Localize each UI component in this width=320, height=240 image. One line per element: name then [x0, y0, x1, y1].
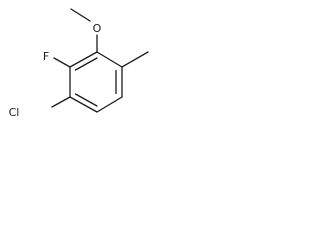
chlorine-label: Cl	[9, 106, 20, 119]
bond-c6-chlorine	[51, 96, 71, 108]
bond-c3-methyl	[121, 51, 149, 68]
ring-bond-c5-c6	[69, 96, 98, 113]
fluorine-label: F	[43, 50, 49, 63]
bond-c1-fluorine	[53, 57, 71, 68]
bond-oxygen-methyl	[70, 8, 91, 22]
oxygen-label: O	[93, 22, 102, 35]
ring-bond-c4-c5	[96, 96, 123, 113]
ring-double-bond-c1-c2	[74, 57, 98, 71]
ring-bond-c2-c3	[96, 51, 123, 68]
structural-formula: O F Cl	[9, 8, 149, 119]
ring-double-bond-c5-c6	[74, 93, 98, 107]
ring-bond-c1-c2	[69, 51, 98, 68]
